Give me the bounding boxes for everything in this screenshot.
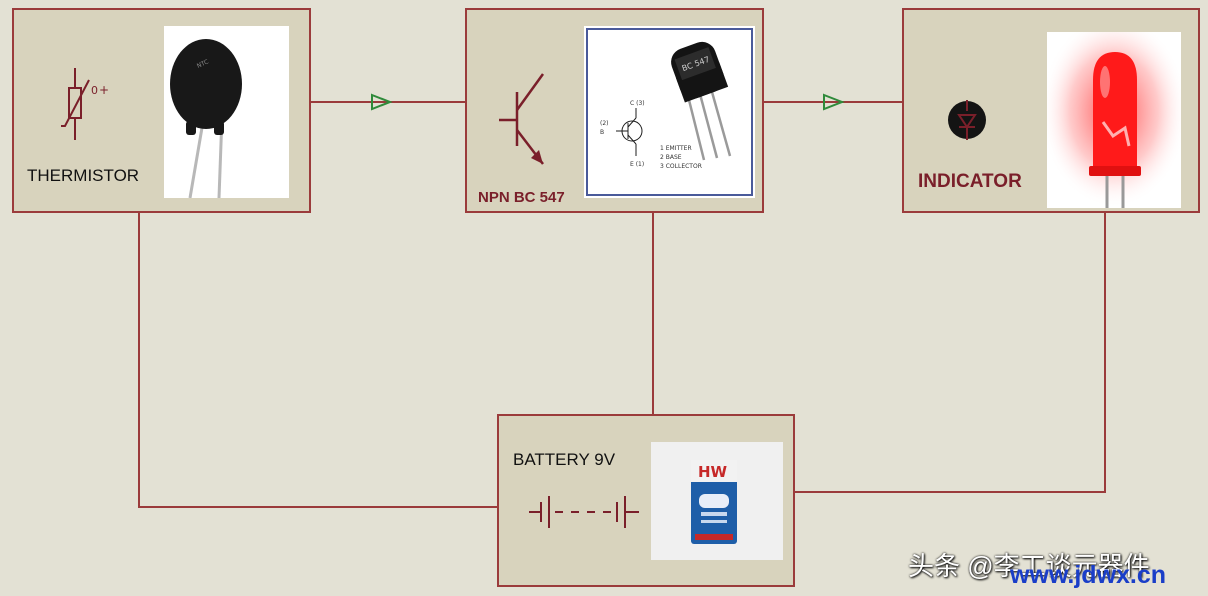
npn-transistor-symbol-icon	[499, 73, 545, 165]
svg-text:+: +	[99, 83, 109, 97]
svg-text:0: 0	[91, 84, 98, 97]
battery-photo: HW	[651, 442, 783, 560]
pin-legend-3: 3 COLLECTOR	[660, 163, 702, 170]
indicator-block: INDICATOR	[902, 8, 1200, 213]
pin-label-c: C (3)	[630, 100, 645, 107]
pin-label-b: B	[600, 129, 604, 136]
pin-label-2: (2)	[600, 120, 609, 127]
watermark-text: 头条 @李工谈元器件	[908, 551, 1150, 581]
transistor-block: NPN BC 547 C (3) (2) B E (1) 1 EMITTER 2…	[465, 8, 764, 213]
signal-arrow-1	[371, 93, 393, 111]
battery-brand: HW	[698, 463, 728, 481]
battery-label: BATTERY 9V	[513, 450, 616, 469]
pin-label-e: E (1)	[630, 161, 644, 168]
pin-legend-2: 2 BASE	[660, 154, 682, 161]
battery-symbol-icon	[529, 496, 639, 528]
led-photo	[1047, 32, 1181, 208]
signal-arrow-2	[823, 93, 845, 111]
thermistor-part-marking: NTC	[196, 58, 210, 69]
thermistor-label: THERMISTOR	[27, 166, 140, 185]
pin-legend-1: 1 EMITTER	[660, 145, 692, 152]
watermark-url: www.jdwx.cn	[1010, 561, 1167, 589]
thermistor-photo: NTC	[164, 26, 289, 198]
battery-block: BATTERY 9V HW	[497, 414, 795, 587]
thermistor-block: 0 + THERMISTOR NTC	[12, 8, 311, 213]
indicator-label: INDICATOR	[918, 171, 1022, 192]
transistor-photo: C (3) (2) B E (1) 1 EMITTER 2 BASE 3 COL…	[584, 26, 755, 198]
transistor-label: NPN BC 547	[478, 189, 565, 206]
thermistor-symbol-icon: 0 +	[61, 68, 109, 140]
led-symbol-icon	[948, 100, 986, 140]
